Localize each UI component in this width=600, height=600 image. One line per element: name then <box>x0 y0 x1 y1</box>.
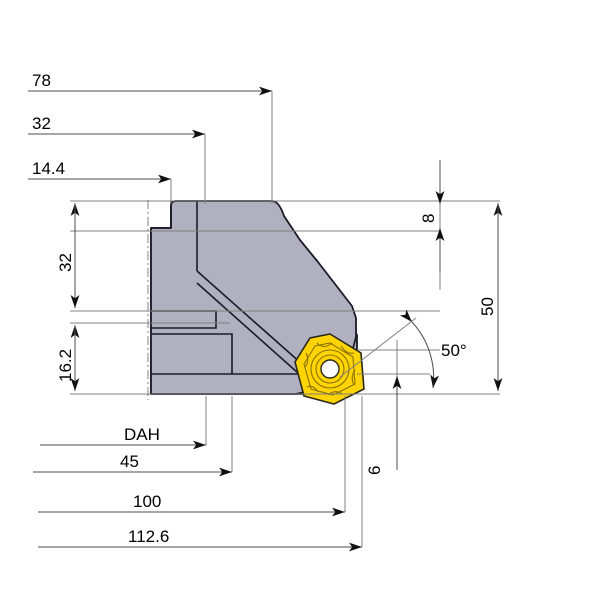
dim-45-label: 45 <box>120 452 139 471</box>
dimension-angular-50deg: 50° <box>339 309 467 389</box>
insert-edge-scallops <box>304 342 356 396</box>
dim-32-vertical: 32 <box>56 203 80 308</box>
dimension-group-horizontal-bottom: DAH 45 100 112.6 <box>33 425 362 552</box>
dimension-group-vertical-right: 8 50 6 <box>365 160 503 475</box>
dim-8-label: 8 <box>419 214 438 223</box>
insert-seat-ring-inner <box>315 354 345 384</box>
extension-lines <box>70 91 500 547</box>
dim-78-label: 78 <box>32 71 51 90</box>
dim-8: 8 <box>419 160 445 272</box>
dim-50-height: 50 <box>478 203 503 391</box>
dim-16-2: 16.2 <box>56 325 80 391</box>
body-lower-ledge <box>151 333 233 374</box>
dim-32h-label: 32 <box>32 114 51 133</box>
dim-100-label: 100 <box>133 492 161 511</box>
dim-6: 6 <box>365 376 402 475</box>
dim-dah-label: DAH <box>124 425 160 444</box>
dim-32-horizontal: 32 <box>28 114 205 139</box>
dim-112-6: 112.6 <box>38 527 362 552</box>
insert-seat-ring-outer <box>310 349 350 389</box>
dim-45: 45 <box>33 452 232 477</box>
insert-seat-edge-upper <box>196 270 312 373</box>
insert-seat-edge-lower <box>196 282 308 382</box>
dim-50deg-label: 50° <box>441 341 467 360</box>
dim-100: 100 <box>38 492 345 517</box>
dim-16-2-label: 16.2 <box>56 349 75 382</box>
dim-32v-label: 32 <box>56 253 75 272</box>
dim-6-label: 6 <box>365 466 384 475</box>
body-step-notch <box>151 201 172 229</box>
insert-inner-polygon <box>303 342 356 396</box>
insert-center-hole <box>320 359 340 379</box>
indexable-cutting-insert[interactable] <box>294 333 365 405</box>
dimension-group-horizontal-top: 78 32 14.4 <box>28 71 272 184</box>
dimension-group-vertical-left: 32 16.2 <box>56 203 80 391</box>
dim-14-4: 14.4 <box>28 159 171 184</box>
dim-78: 78 <box>28 71 272 96</box>
dim-14-4-label: 14.4 <box>32 159 65 178</box>
dim-112-6-label: 112.6 <box>128 527 169 546</box>
dim-dah: DAH <box>40 425 206 450</box>
dim-50-label: 50 <box>478 297 497 316</box>
